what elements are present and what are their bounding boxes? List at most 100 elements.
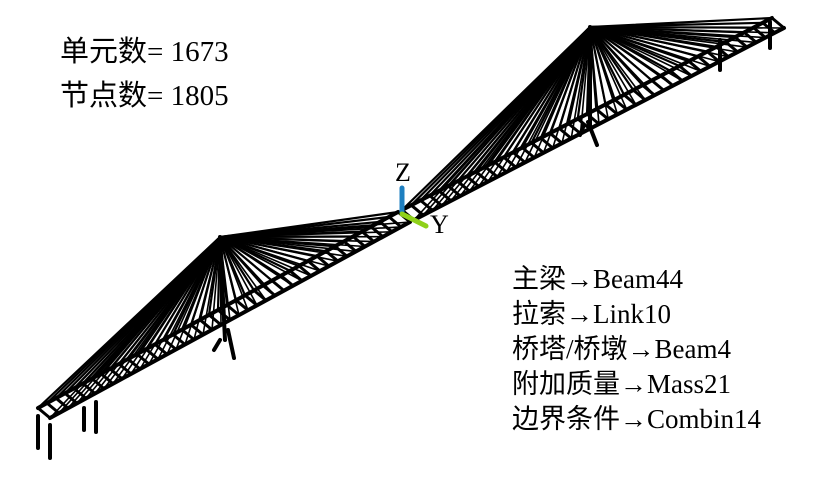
left-span-crossbeam bbox=[45, 401, 61, 415]
legend-item-mass: 附加质量→Mass21 bbox=[512, 369, 732, 399]
left-span-crossbeam bbox=[225, 303, 241, 317]
node-count: 节点数= 1805 bbox=[60, 80, 229, 112]
right-span-cable bbox=[576, 25, 592, 120]
left-span-crossbeam bbox=[63, 391, 79, 405]
right-span-crossbeam bbox=[557, 126, 573, 140]
right-span-cable bbox=[558, 25, 592, 130]
left-span-cable bbox=[218, 210, 400, 239]
right-span-crossbeam bbox=[687, 59, 703, 73]
right-span-crossbeam bbox=[696, 54, 712, 68]
right-span-cable bbox=[589, 26, 647, 101]
right-span-crossbeam bbox=[493, 160, 508, 174]
right-span-crossbeam bbox=[502, 155, 518, 169]
left-span-crossbeam bbox=[90, 377, 106, 391]
right-span-cable bbox=[589, 26, 730, 58]
left-span-cable bbox=[198, 235, 222, 321]
right-span-crossbeam bbox=[548, 131, 564, 145]
right-span-crossbeam bbox=[613, 98, 629, 112]
y-axis-label: Y bbox=[430, 210, 449, 239]
left-span-crossbeam bbox=[234, 298, 250, 312]
left-span-crossbeam bbox=[81, 382, 97, 395]
left-span-crossbeam bbox=[333, 244, 349, 258]
left-span-crossbeam bbox=[99, 372, 115, 386]
element-type-legend: 主梁→Beam44 拉索→Link10 桥塔/桥墩→Beam4 附加质量→Mas… bbox=[512, 262, 761, 437]
left-tower bbox=[218, 235, 227, 342]
right-span-cable bbox=[589, 26, 711, 68]
right-span-cable bbox=[588, 16, 774, 29]
left-span-cable bbox=[219, 236, 339, 263]
left-span-crossbeam bbox=[108, 367, 124, 381]
right-span-crossbeam bbox=[465, 174, 481, 188]
right-span-crossbeam bbox=[520, 146, 536, 160]
right-tower-leg bbox=[586, 120, 599, 147]
right-span-crossbeam bbox=[622, 93, 638, 107]
right-span-crossbeam bbox=[474, 170, 490, 184]
left-span-crossbeam bbox=[198, 318, 214, 332]
right-span-crossbeam bbox=[724, 40, 740, 54]
left-span-cable bbox=[219, 236, 366, 248]
left-span-crossbeam bbox=[117, 362, 133, 376]
left-span-cable bbox=[219, 236, 267, 302]
left-span-cable bbox=[219, 236, 375, 243]
element-count: 单元数= 1673 bbox=[60, 36, 229, 68]
left-span-cable bbox=[189, 235, 222, 326]
left-span-crossbeam bbox=[243, 293, 259, 307]
right-span-cable bbox=[589, 26, 767, 39]
left-span-cable bbox=[219, 236, 312, 277]
left-span-cable bbox=[219, 221, 411, 238]
right-span-crossbeam bbox=[511, 150, 527, 164]
left-tower-leg bbox=[212, 338, 222, 352]
right-span-cable bbox=[589, 26, 665, 92]
left-span-cable bbox=[218, 235, 238, 302]
right-span-cable bbox=[589, 26, 702, 72]
left-span-crossbeam bbox=[36, 406, 52, 420]
right-span-cable bbox=[589, 26, 739, 53]
right-span-cable bbox=[589, 26, 721, 63]
left-span-cable bbox=[219, 236, 276, 297]
left-span-crossbeam bbox=[126, 357, 142, 371]
right-span-cable bbox=[588, 25, 616, 101]
right-span-cable bbox=[589, 26, 693, 77]
right-span-crossbeam bbox=[428, 194, 444, 208]
right-span-cable bbox=[589, 26, 758, 44]
right-span-crossbeam bbox=[437, 189, 453, 203]
left-span-cable bbox=[218, 235, 247, 297]
right-span-cable bbox=[589, 26, 674, 87]
right-span-crossbeam bbox=[733, 35, 749, 49]
right-span-crossbeam bbox=[446, 184, 462, 198]
left-span-cable bbox=[219, 236, 321, 272]
left-span-cable bbox=[219, 236, 303, 282]
right-span-cable bbox=[589, 26, 776, 34]
z-axis-label: Z bbox=[395, 158, 411, 187]
left-span-crossbeam bbox=[189, 323, 205, 337]
right-tower-leg bbox=[578, 123, 586, 137]
left-span-crossbeam bbox=[207, 313, 223, 327]
right-span-crossbeam bbox=[419, 198, 434, 212]
right-span-crossbeam bbox=[456, 179, 471, 193]
right-span-cable bbox=[589, 26, 656, 96]
right-span-crossbeam bbox=[530, 141, 545, 155]
left-span-crossbeam bbox=[72, 386, 88, 400]
left-span-crossbeam bbox=[162, 337, 178, 351]
right-span-crossbeam bbox=[567, 122, 582, 136]
left-span-crossbeam bbox=[306, 259, 322, 273]
left-span-crossbeam bbox=[342, 239, 358, 253]
right-span-crossbeam bbox=[604, 102, 619, 116]
left-span-crossbeam bbox=[153, 342, 169, 356]
right-span-cable bbox=[589, 26, 785, 29]
legend-item-cable: 拉索→Link10 bbox=[512, 299, 671, 329]
left-span-cable bbox=[219, 236, 348, 258]
legend-item-boundary: 边界条件→Combin14 bbox=[512, 404, 762, 434]
legend-item-main-girder: 主梁→Beam44 bbox=[512, 264, 683, 294]
left-span-crossbeam bbox=[387, 215, 403, 229]
right-span-crossbeam bbox=[594, 107, 610, 121]
left-span-cable bbox=[219, 236, 330, 267]
right-span-cable bbox=[548, 25, 592, 135]
right-span-cable bbox=[567, 25, 592, 125]
left-span-cable bbox=[207, 235, 222, 316]
left-span-crossbeam bbox=[54, 396, 70, 410]
right-span-cable bbox=[589, 26, 684, 82]
left-span-crossbeam bbox=[135, 352, 151, 366]
right-span-cable bbox=[588, 25, 626, 96]
